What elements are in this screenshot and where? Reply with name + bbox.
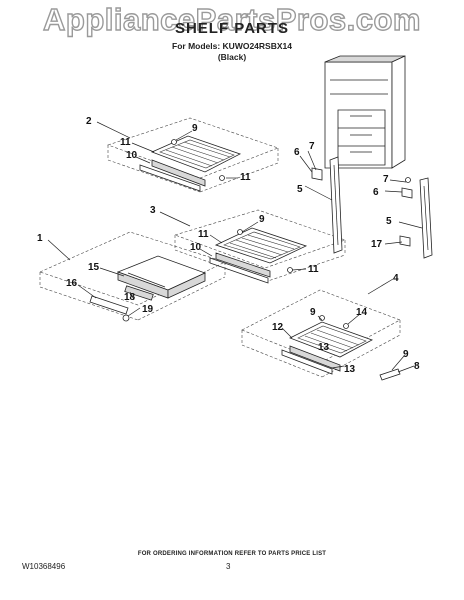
callout-9-shelf2: 9 bbox=[192, 123, 198, 134]
callout-19: 19 bbox=[142, 304, 154, 315]
callout-3: 3 bbox=[150, 205, 156, 216]
callout-6-left: 6 bbox=[294, 147, 300, 158]
shelf-assembly-4 bbox=[241, 289, 401, 381]
callout-8: 8 bbox=[414, 361, 420, 372]
leader-lines bbox=[47, 121, 423, 373]
document-number: W10368496 bbox=[22, 562, 66, 571]
shelf-assembly-2 bbox=[107, 117, 279, 193]
cabinet-illustration bbox=[324, 55, 406, 169]
callout-17: 17 bbox=[371, 239, 383, 250]
callout-11-shelf2-left: 11 bbox=[120, 137, 131, 148]
variant-line: (Black) bbox=[217, 52, 247, 62]
callout-15: 15 bbox=[88, 262, 100, 273]
callout-16: 16 bbox=[66, 278, 78, 289]
callout-labels: 1 2 3 4 5 5 6 6 7 7 8 9 9 9 9 10 10 11 1… bbox=[37, 116, 420, 375]
page-title: SHELF PARTS bbox=[174, 20, 290, 37]
callout-11-shelf3-right: 11 bbox=[308, 264, 319, 275]
callout-5-right: 5 bbox=[386, 216, 392, 227]
callout-5-left: 5 bbox=[297, 184, 303, 195]
models-line: For Models: KUWO24RSBX14 bbox=[172, 41, 292, 51]
callout-13-right: 13 bbox=[318, 342, 330, 353]
page-number: 3 bbox=[226, 562, 231, 571]
shelf-assembly-3 bbox=[174, 209, 346, 284]
ordering-note: FOR ORDERING INFORMATION REFER TO PARTS … bbox=[137, 551, 327, 557]
side-rail-left bbox=[311, 156, 343, 254]
callout-13-left: 13 bbox=[344, 364, 356, 375]
callout-14: 14 bbox=[356, 307, 368, 318]
callout-11-shelf2-right: 11 bbox=[240, 172, 251, 183]
callout-6-right: 6 bbox=[373, 187, 379, 198]
callout-2: 2 bbox=[86, 116, 92, 127]
model-info: For Models: KUWO24RSBX14 (Black) bbox=[0, 41, 464, 63]
callout-10-shelf2: 10 bbox=[126, 150, 138, 161]
shelf-assembly-1 bbox=[39, 231, 226, 322]
callout-9-shelf3: 9 bbox=[259, 214, 265, 225]
callout-1: 1 bbox=[37, 233, 43, 244]
callout-7-right: 7 bbox=[383, 174, 389, 185]
callout-12: 12 bbox=[272, 322, 284, 333]
side-rail-right bbox=[399, 177, 433, 259]
callout-9-shelf4: 9 bbox=[310, 307, 316, 318]
callout-7-left: 7 bbox=[309, 141, 315, 152]
callout-9-bracket: 9 bbox=[403, 349, 409, 360]
callout-4: 4 bbox=[393, 273, 399, 284]
callout-10-shelf3: 10 bbox=[190, 242, 202, 253]
callout-11-shelf3-left: 11 bbox=[198, 229, 209, 240]
callout-18: 18 bbox=[124, 292, 136, 303]
